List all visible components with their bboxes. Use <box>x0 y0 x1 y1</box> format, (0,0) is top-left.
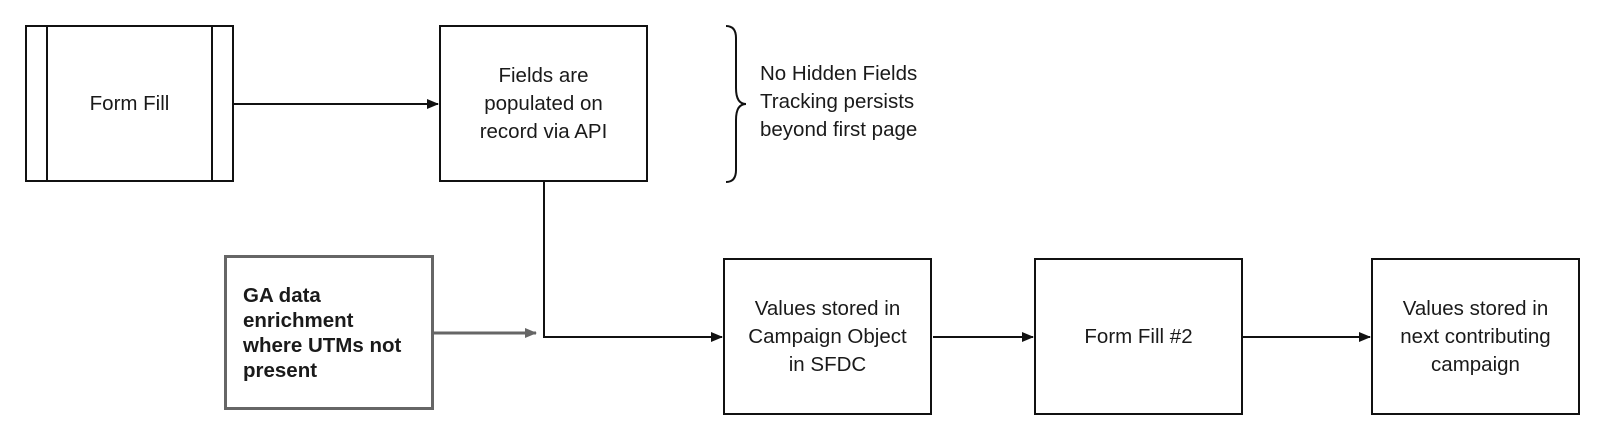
values-next-box: Values stored in next contributing campa… <box>1371 258 1580 415</box>
form-fill-2-label: Form Fill #2 <box>1084 324 1193 348</box>
connector-fields-down <box>543 182 723 342</box>
right-divider-line <box>211 27 213 180</box>
form-fill-box: Form Fill <box>25 25 234 182</box>
fields-populated-label: Fields are populated on record via API <box>479 63 608 143</box>
ga-enrichment-box: GA data enrichment where UTMs not presen… <box>224 255 434 410</box>
values-next-label: Values stored in next contributing campa… <box>1400 296 1551 376</box>
form-fill-label: Form Fill <box>89 91 170 115</box>
form-fill-2-box: Form Fill #2 <box>1034 258 1243 415</box>
brace-note: No Hidden Fields Tracking persists beyon… <box>760 62 918 141</box>
fields-populated-box: Fields are populated on record via API <box>439 25 648 182</box>
values-campaign-label: Values stored in Campaign Object in SFDC <box>748 296 907 376</box>
curly-brace <box>725 25 747 183</box>
left-divider-line <box>46 27 48 180</box>
values-campaign-box: Values stored in Campaign Object in SFDC <box>723 258 932 415</box>
ga-enrichment-label: GA data enrichment where UTMs not presen… <box>243 283 402 382</box>
